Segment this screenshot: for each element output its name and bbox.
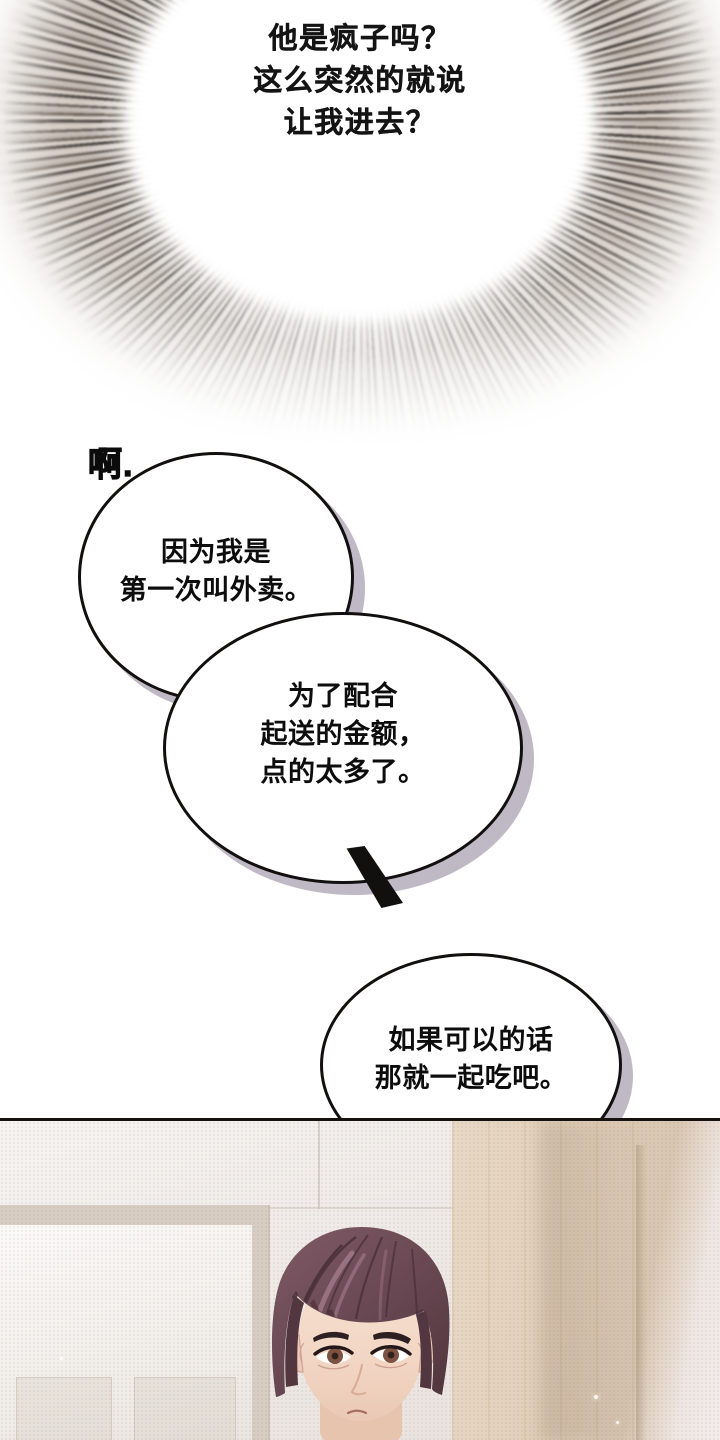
eyebrow-right (373, 1331, 411, 1344)
mouth (346, 1409, 368, 1415)
panel-bottom (0, 1118, 720, 1440)
pupil-left (331, 1352, 339, 1360)
speech-bubble-3: 如果可以的话 那就一起吃吧。 (320, 953, 622, 1118)
lower-lid-left (317, 1364, 350, 1370)
sideburn-left (285, 1295, 304, 1387)
hallway-right-wood-wall (452, 1121, 720, 1440)
door-panel-left (16, 1377, 112, 1440)
character-male (271, 1227, 450, 1440)
speech-bubble-1-text: 因为我是 第一次叫外卖。 (119, 536, 313, 605)
upper-lash-right (370, 1345, 412, 1356)
door-left (0, 1225, 252, 1440)
door-panel-right (134, 1377, 236, 1440)
upper-lash-left (313, 1345, 354, 1356)
monologue-text: 他是疯子吗？ 这么突然的就说 让我进去？ (253, 23, 467, 140)
hair (271, 1227, 450, 1397)
wood-plank-lines (452, 1121, 637, 1440)
sideburn-right (416, 1311, 432, 1389)
sfx-ah: 啊. (87, 445, 134, 484)
right-door-edge (636, 1145, 646, 1440)
ear-left-detail (299, 1342, 305, 1364)
eyebrow-left (313, 1331, 349, 1342)
lower-lid-right (374, 1362, 408, 1369)
wall-seam-vertical (318, 1121, 320, 1209)
pupil-right (387, 1351, 395, 1359)
nose (350, 1364, 366, 1396)
speech-bubble-2: 为了配合 起送的金额， 点的太多了。 (163, 612, 523, 884)
speech-bubble-3-text: 如果可以的话 那就一起吃吧。 (374, 1024, 568, 1093)
panel-top: 他是疯子吗？ 这么突然的就说 让我进去？ 啊. 因为我是 第一次叫外卖。 为了配… (0, 0, 720, 1118)
speech-bubble-2-text: 为了配合 起送的金额， 点的太多了。 (260, 680, 426, 788)
